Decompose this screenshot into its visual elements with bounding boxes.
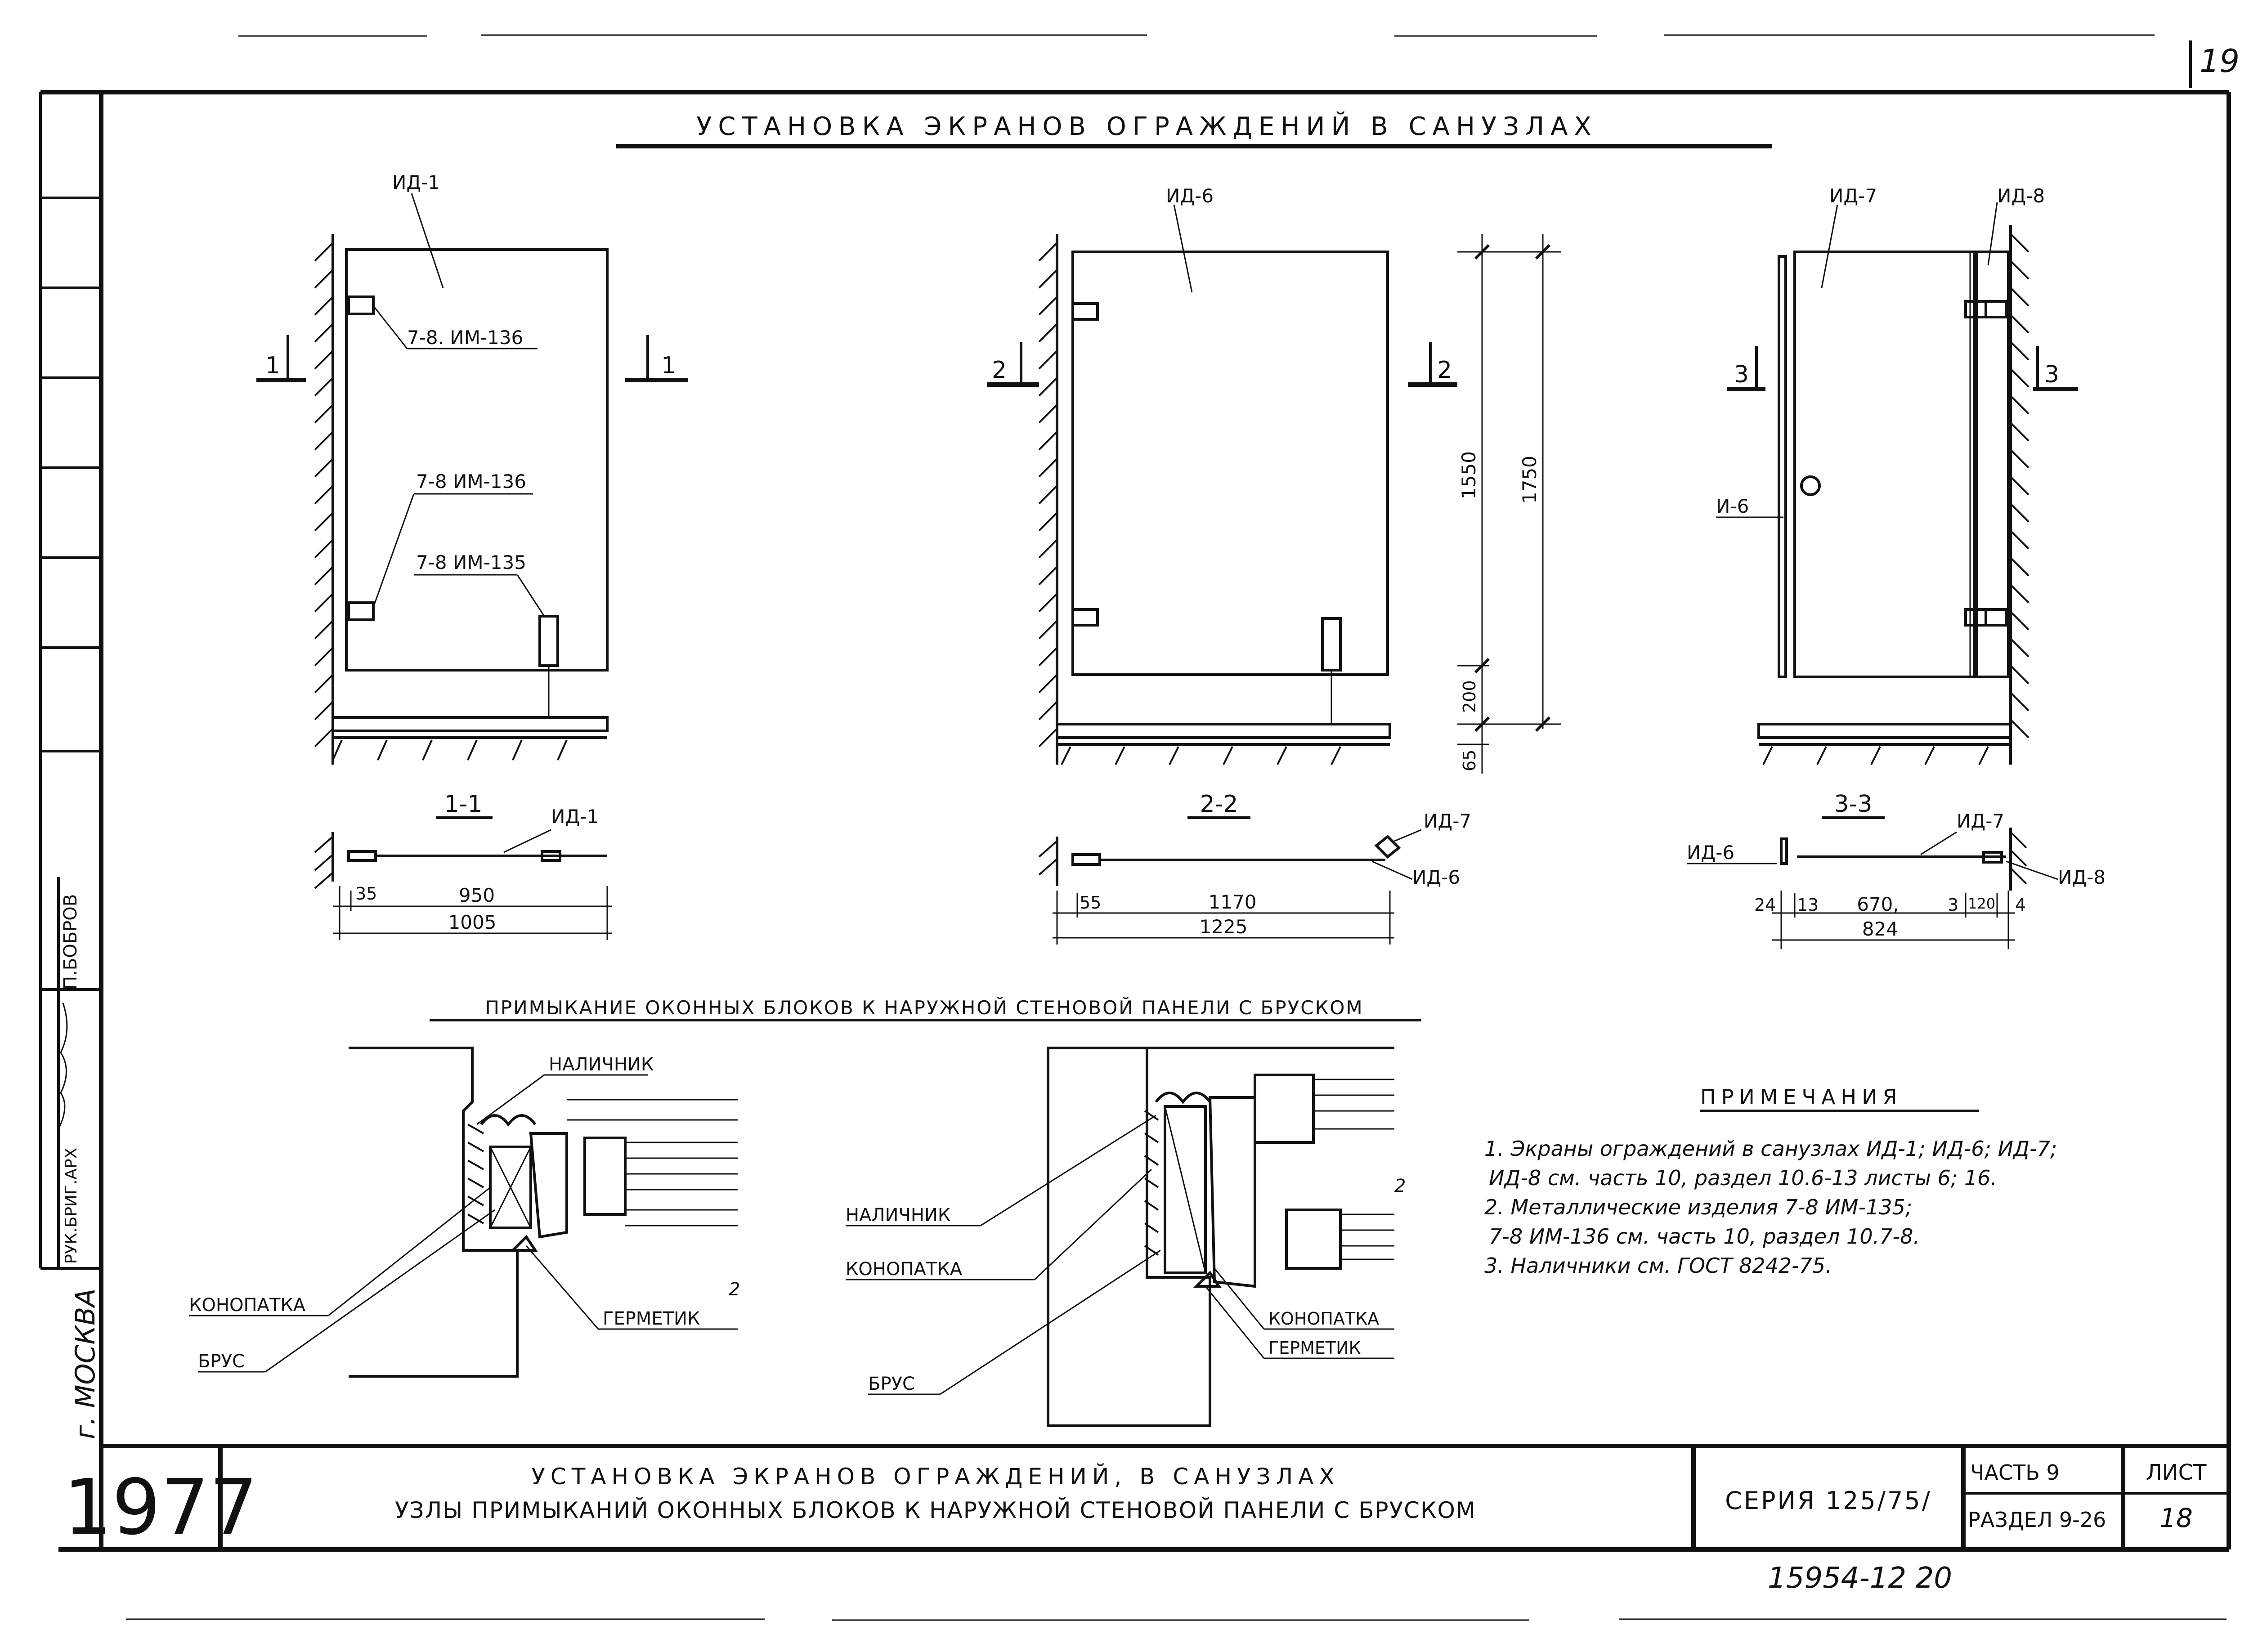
elevation-3: ИД-7 ИД-8 И-6 3 3: [1716, 185, 2078, 765]
panel-id7: [1793, 251, 1976, 678]
stamp-city: г. МОСКВА: [70, 1289, 101, 1439]
tb-line1: УСТАНОВКА ЭКРАНОВ ОГРАЖДЕНИЙ, В САНУЗЛАХ: [531, 1463, 1340, 1490]
section-1-1: 1-1 ИД-1 35 950 1005: [314, 791, 612, 940]
dl-brus: БРУС: [198, 1351, 245, 1372]
s2-d1170: 1170: [1209, 891, 1257, 913]
dr-brus: БРУС: [868, 1374, 915, 1394]
detail-left: НАЛИЧНИК КОНОПАТКА БРУС ГЕРМЕТИК 2: [189, 1047, 740, 1378]
dr-konopatka: КОНОПАТКА: [846, 1259, 963, 1280]
knob-icon: [1800, 475, 1821, 496]
note-line-1: 1. Экраны ограждений в санузлах ИД-1; ИД…: [1484, 1137, 2057, 1161]
notes-title: ПРИМЕЧАНИЯ: [1700, 1085, 1902, 1109]
dr-konopatka2: КОНОПАТКА: [1268, 1309, 1379, 1329]
e2-mark-left: 2: [992, 357, 1007, 384]
s2-label-a: ИД-7: [1424, 810, 1471, 832]
e1-foot: 7-8 ИМ-135: [416, 551, 526, 573]
tb-sheet-label: ЛИСТ: [2146, 1460, 2207, 1485]
e3-panel-b: ИД-8: [1997, 185, 2045, 207]
s3-label-b: ИД-7: [1957, 810, 2004, 832]
tb-line2: УЗЛЫ ПРИМЫКАНИЙ ОКОННЫХ БЛОКОВ К НАРУЖНО…: [395, 1497, 1476, 1523]
dl-mark: 2: [729, 1279, 740, 1300]
e1-panel-label: ИД-1: [392, 171, 440, 193]
note-line-2: ИД-8 см. часть 10, раздел 10.6-13 листы …: [1489, 1166, 1997, 1190]
panel-id1: [345, 248, 609, 672]
e3-mark-right: 3: [2044, 361, 2059, 388]
s3-d670: 670,: [1857, 893, 1899, 915]
dim-1550: 1550: [1458, 451, 1480, 499]
e1-hinge-top: 7-8. ИМ-136: [407, 327, 523, 349]
signature: [58, 1003, 68, 1129]
main-title-group: УСТАНОВКА ЭКРАНОВ ОГРАЖДЕНИЙ В САНУЗЛАХ: [616, 112, 1772, 148]
dr-germetik: ГЕРМЕТИК: [1268, 1338, 1361, 1358]
panel-id8: [1976, 251, 2010, 678]
s3-label-a: ИД-6: [1687, 842, 1734, 864]
dim-65: 65: [1460, 750, 1479, 771]
section-2-2: 2-2 ИД-7 ИД-6 55 1170 1225: [1038, 791, 1471, 945]
e3-mark-left: 3: [1734, 361, 1749, 388]
s2-title: 2-2: [1200, 791, 1238, 818]
tb-year: 1977: [63, 1463, 258, 1552]
s3-title: 3-3: [1834, 791, 1873, 818]
dl-konopatka: КОНОПАТКА: [189, 1295, 306, 1316]
e1-mark-right: 1: [661, 352, 676, 379]
e3-panel-a: ИД-7: [1829, 185, 1877, 207]
dim-1750: 1750: [1519, 456, 1541, 504]
scan-artifact-lines: [126, 34, 2227, 1621]
dl-germetik: ГЕРМЕТИК: [603, 1308, 700, 1329]
panel-id6: [1071, 251, 1389, 676]
s2-label-b: ИД-6: [1412, 866, 1460, 888]
details-title-group: ПРИМЫКАНИЕ ОКОННЫХ БЛОКОВ К НАРУЖНОЙ СТЕ…: [430, 996, 1421, 1021]
s3-d4: 4: [2015, 895, 2026, 915]
e3-knob-label: И-6: [1716, 495, 1749, 517]
page-number: 19: [2200, 43, 2240, 80]
stamp-name: П.БОБРОВ: [60, 894, 81, 989]
title-block: 1977 УСТАНОВКА ЭКРАНОВ ОГРАЖДЕНИЙ, В САН…: [63, 1444, 2229, 1552]
page-number-box: 19: [2189, 40, 2240, 88]
s2-d55: 55: [1080, 893, 1101, 913]
e2-panel-label: ИД-6: [1166, 185, 1214, 207]
tb-section: РАЗДЕЛ 9-26: [1968, 1508, 2106, 1532]
detail-right: НАЛИЧНИК КОНОПАТКА БРУС КОНОПАТКА ГЕРМЕТ…: [846, 1047, 1406, 1427]
archive-number: 15954-12 20: [1768, 1562, 1952, 1595]
s3-d13: 13: [1797, 895, 1819, 915]
tb-series: СЕРИЯ 125/75/: [1725, 1486, 1932, 1515]
s1-d950: 950: [459, 884, 495, 906]
s3-d24: 24: [1754, 895, 1776, 915]
note-line-3: 2. Металлические изделия 7-8 ИМ-135;: [1484, 1195, 1912, 1219]
s3-d3: 3: [1948, 895, 1958, 915]
s1-title: 1-1: [444, 791, 483, 818]
s1-d35: 35: [355, 884, 377, 904]
dl-nalichnik: НАЛИЧНИК: [549, 1054, 654, 1075]
dr-mark: 2: [1394, 1176, 1406, 1196]
s2-d1225: 1225: [1200, 916, 1248, 938]
note-line-4: 7-8 ИМ-136 см. часть 10, раздел 10.7-8.: [1489, 1224, 1920, 1249]
e1-mark-left: 1: [265, 352, 280, 379]
elevation-1: ИД-1 7-8. ИМ-136 7-8 ИМ-136 7-8 ИМ-135 1…: [256, 171, 688, 765]
elevation-2: ИД-6 2 2 1550 1750 200 65: [987, 185, 1561, 774]
note-line-5: 3. Наличники см. ГОСТ 8242-75.: [1484, 1254, 1832, 1278]
notes: ПРИМЕЧАНИЯ 1. Экраны ограждений в санузл…: [1484, 1085, 2057, 1278]
e1-hinge-bottom: 7-8 ИМ-136: [416, 470, 526, 492]
s3-d120: 120: [1968, 895, 1995, 912]
details-title: ПРИМЫКАНИЕ ОКОННЫХ БЛОКОВ К НАРУЖНОЙ СТЕ…: [485, 996, 1363, 1019]
tb-sheet-no: 18: [2159, 1503, 2193, 1533]
section-3-3: 3-3 ИД-6 ИД-7 ИД-8 24 13 670, 3 120 4 82…: [1687, 791, 2106, 949]
s3-d824: 824: [1862, 918, 1898, 940]
dim-200: 200: [1460, 680, 1479, 713]
dr-nalichnik: НАЛИЧНИК: [846, 1205, 950, 1226]
e2-mark-right: 2: [1437, 357, 1452, 384]
side-stamp: П.БОБРОВ РУК.БРИГ.АРХ г. МОСКВА: [40, 197, 101, 1439]
main-title: УСТАНОВКА ЭКРАНОВ ОГРАЖДЕНИЙ В САНУЗЛАХ: [696, 112, 1598, 141]
tb-part: ЧАСТЬ 9: [1970, 1460, 2060, 1485]
s3-label-c: ИД-8: [2058, 866, 2106, 888]
sheet-frame: [39, 90, 2231, 1552]
stamp-role: РУК.БРИГ.АРХ: [62, 1148, 81, 1264]
s1-label: ИД-1: [551, 806, 599, 828]
s1-d1005: 1005: [448, 911, 497, 933]
